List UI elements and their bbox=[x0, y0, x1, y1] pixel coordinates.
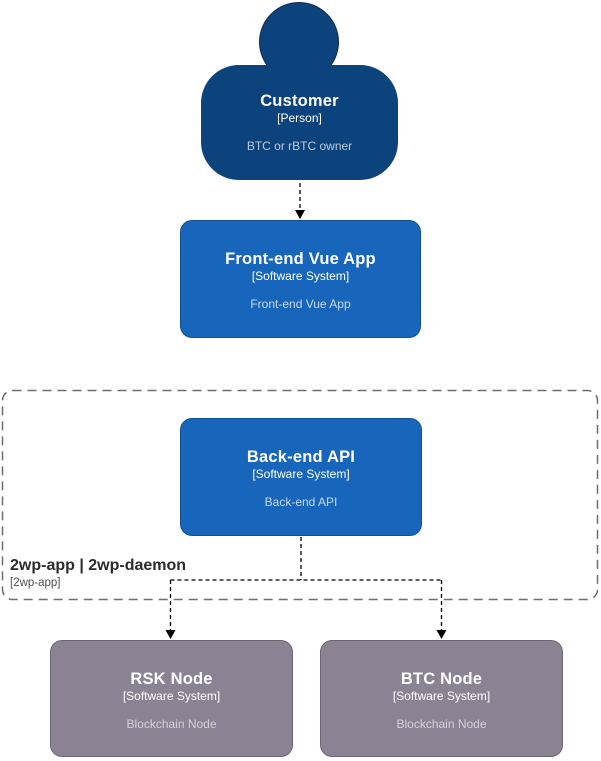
node-frontend-description: Front-end Vue App bbox=[250, 297, 351, 311]
arrowhead-frontend bbox=[295, 210, 305, 219]
node-frontend-vue-app[interactable]: Front-end Vue App [Software System] Fron… bbox=[180, 220, 421, 338]
node-rsk[interactable]: RSK Node [Software System] Blockchain No… bbox=[50, 640, 293, 757]
node-customer-type: [Person] bbox=[277, 111, 322, 125]
node-backend-type: [Software System] bbox=[252, 467, 350, 481]
node-customer-description: BTC or rBTC owner bbox=[246, 139, 353, 153]
node-backend-title: Back-end API bbox=[246, 448, 356, 466]
node-btc-description: Blockchain Node bbox=[396, 717, 487, 731]
node-rsk-title: RSK Node bbox=[130, 670, 213, 688]
node-rsk-description: Blockchain Node bbox=[126, 717, 217, 731]
node-customer-title: Customer bbox=[260, 92, 339, 110]
arrowhead-rsk bbox=[165, 630, 176, 639]
node-btc-title: BTC Node bbox=[400, 670, 483, 688]
node-backend-api[interactable]: Back-end API [Software System] Back-end … bbox=[180, 418, 422, 536]
node-rsk-type: [Software System] bbox=[122, 689, 221, 703]
node-frontend-type: [Software System] bbox=[251, 269, 350, 283]
node-backend-description: Back-end API bbox=[264, 495, 338, 509]
node-btc-type: [Software System] bbox=[392, 689, 491, 703]
node-customer[interactable]: Customer [Person] BTC or rBTC owner bbox=[201, 65, 398, 180]
node-frontend-title: Front-end Vue App bbox=[225, 250, 376, 268]
boundary-subtitle: [2wp-app] bbox=[10, 577, 61, 589]
arrowhead-btc bbox=[436, 630, 447, 639]
boundary-2wp-app-label: 2wp-app | 2wp-daemon [2wp-app] bbox=[10, 557, 186, 590]
boundary-title: 2wp-app | 2wp-daemon bbox=[10, 557, 187, 574]
node-btc[interactable]: BTC Node [Software System] Blockchain No… bbox=[320, 640, 563, 757]
